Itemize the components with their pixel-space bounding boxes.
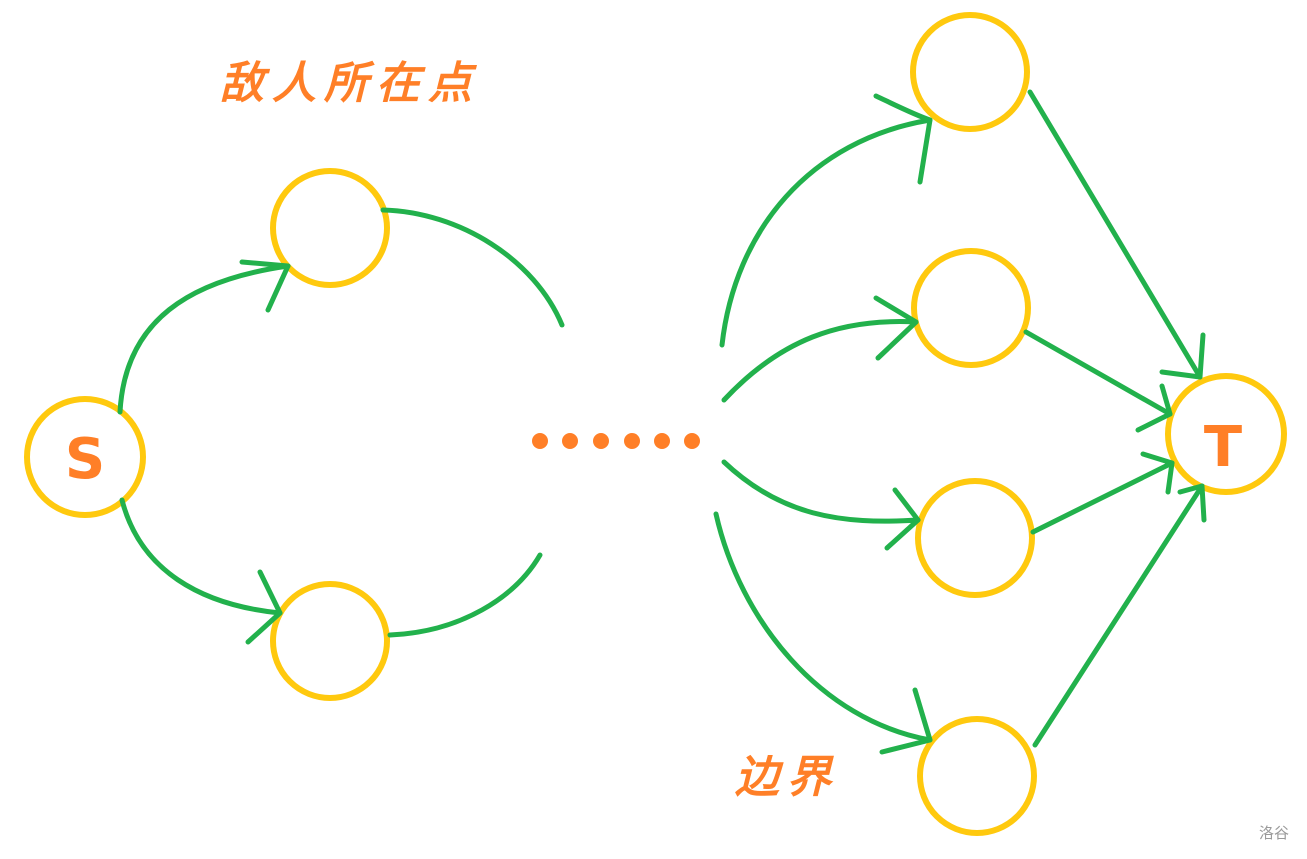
edge-boundary-4-to-t bbox=[1032, 483, 1205, 748]
ellipsis-dots bbox=[532, 433, 700, 449]
boundary-label: 边界 bbox=[735, 752, 839, 803]
arrowhead-icon bbox=[884, 487, 921, 551]
arrowhead-icon bbox=[1135, 383, 1173, 433]
edge-s-to-top bbox=[117, 263, 291, 415]
sink-label: T bbox=[1204, 415, 1242, 480]
arrowhead-icon bbox=[239, 259, 291, 313]
edge-boundary-2-to-t bbox=[1023, 329, 1173, 417]
watermark: 洛谷 bbox=[1258, 824, 1289, 842]
arrowhead-icon bbox=[879, 687, 933, 755]
edge-s-to-bottom bbox=[119, 497, 283, 616]
edge-boundary-3-to-t bbox=[1030, 460, 1175, 535]
arrowhead-icon bbox=[1177, 483, 1207, 523]
enemy-node-top bbox=[270, 168, 390, 288]
arrowhead-icon bbox=[245, 569, 283, 645]
arrowhead-icon bbox=[1159, 332, 1206, 380]
edge-to-boundary-4 bbox=[713, 511, 933, 743]
arrowhead-icon bbox=[873, 93, 933, 185]
arrowhead-icon bbox=[873, 295, 919, 361]
edge-boundary-1-to-t bbox=[1027, 89, 1203, 380]
source-node bbox=[24, 396, 146, 518]
enemy-node-bottom bbox=[270, 581, 390, 701]
edge-bottom-continues bbox=[387, 552, 543, 638]
edge-to-boundary-2 bbox=[721, 319, 919, 403]
boundary-node-3 bbox=[915, 478, 1035, 598]
source-label: S bbox=[65, 427, 105, 492]
sink-node bbox=[1165, 373, 1287, 495]
edge-top-continues bbox=[380, 207, 565, 328]
boundary-node-4 bbox=[917, 716, 1037, 836]
edge-to-boundary-1 bbox=[719, 117, 933, 348]
boundary-node-2 bbox=[911, 248, 1031, 368]
edge-to-boundary-3 bbox=[721, 459, 921, 524]
arrowhead-icon bbox=[1140, 451, 1175, 495]
boundary-node-1 bbox=[910, 12, 1030, 132]
enemy-points-label: 敌人所在点 bbox=[220, 58, 480, 109]
